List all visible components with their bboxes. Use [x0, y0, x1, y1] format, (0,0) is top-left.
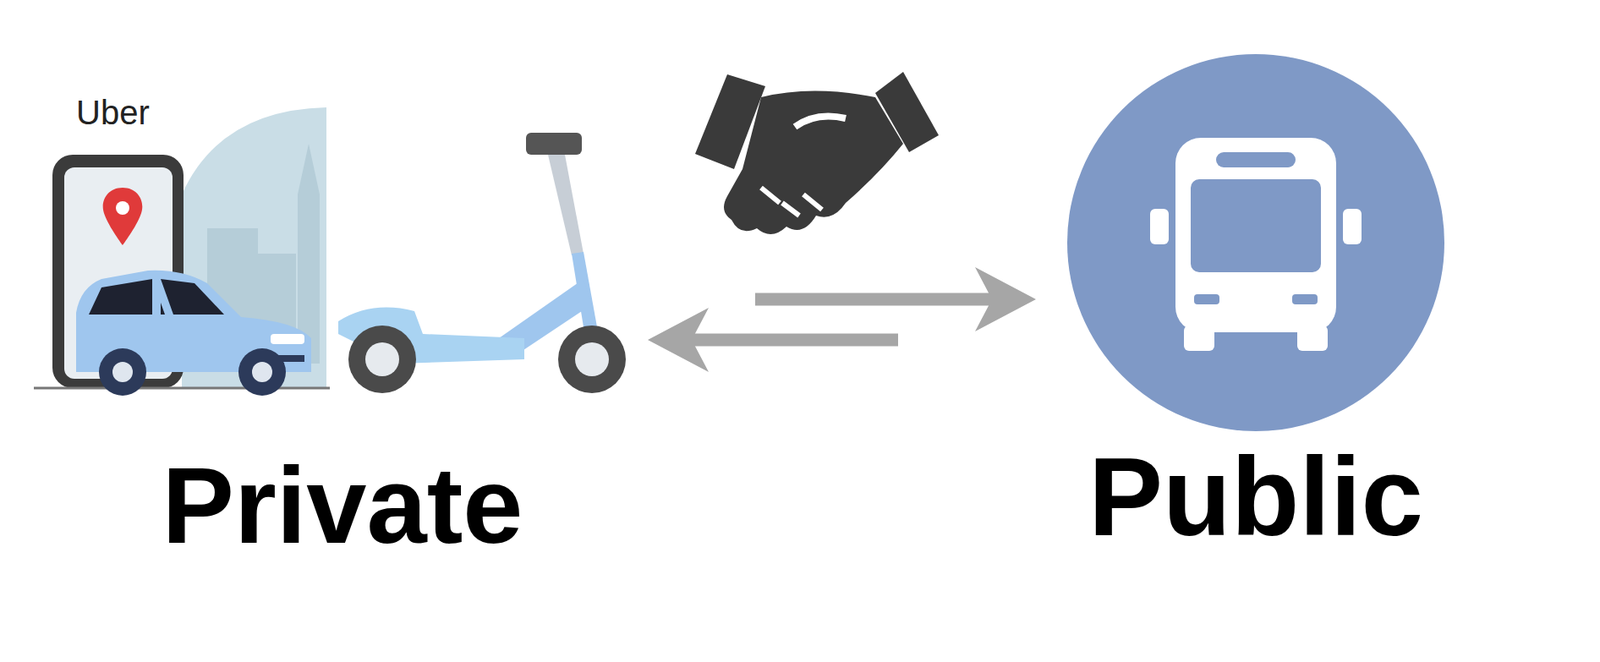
illustration-group: Private [50, 126, 635, 576]
car-icon [33, 270, 330, 396]
brand-label: Uber [76, 95, 150, 130]
illustration-group: Public [1067, 50, 1445, 557]
flow-arrow [647, 307, 899, 373]
handshake-icon [695, 71, 939, 235]
bus-icon [1067, 54, 1445, 432]
group-heading: Public [1088, 441, 1424, 554]
group-heading: Private [162, 451, 524, 560]
scooter-icon [338, 132, 626, 394]
flow-arrow [755, 267, 1036, 332]
